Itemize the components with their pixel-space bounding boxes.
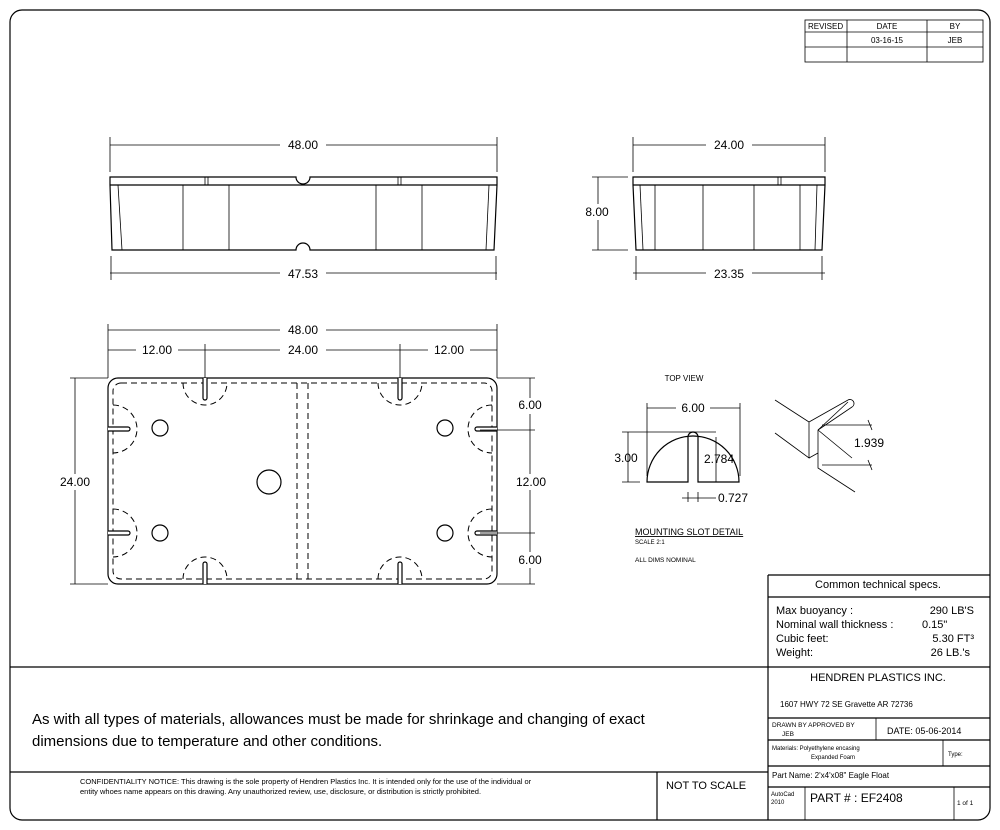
slot-depth-dim: 2.784 [704, 452, 734, 466]
side-top-width: 24.00 [714, 138, 744, 152]
slot-gap-dim: 0.727 [718, 491, 748, 505]
mounting-hole [151, 524, 169, 542]
top-segment-left: 12.00 [142, 343, 172, 357]
side-segment-bottom: 6.00 [518, 553, 542, 567]
rev-date: 03-16-15 [871, 36, 904, 45]
slot-width-dim: 6.00 [681, 401, 705, 415]
part-name: Part Name: 2'x4'x08" Eagle Float [772, 771, 890, 780]
side-height: 8.00 [585, 205, 609, 219]
center-hole [256, 469, 282, 495]
specs-table: Max buoyancy : 290 LB'S Nominal wall thi… [776, 605, 974, 659]
spec-value: 0.15" [922, 619, 947, 631]
not-to-scale: NOT TO SCALE [666, 780, 746, 792]
top-segment-middle: 24.00 [288, 343, 318, 357]
shrinkage-note-line2: dimensions due to temperature and other … [32, 733, 382, 750]
spec-value: 5.30 FT³ [932, 633, 974, 645]
drawing-date: DATE: 05-06-2014 [887, 726, 961, 736]
title-block: Common technical specs. Max buoyancy : 2… [767, 574, 990, 820]
revision-block: REVISED DATE BY 03-16-15 JEB [804, 19, 984, 63]
front-top-width: 48.00 [288, 138, 318, 152]
confidentiality-line2: entity whoes name appears on this drawin… [80, 787, 481, 796]
shrinkage-note-line1: As with all types of materials, allowanc… [32, 711, 646, 728]
top-overall-width: 24.00 [60, 475, 90, 489]
sheet-number: 1 of 1 [957, 800, 974, 807]
slot-detail-title: MOUNTING SLOT DETAIL [635, 527, 743, 537]
side-segment-middle: 12.00 [516, 475, 546, 489]
rev-header-revised: REVISED [808, 22, 843, 31]
slot-height-dim: 3.00 [614, 451, 638, 465]
rev-header-date: DATE [877, 22, 898, 31]
mounting-hole [436, 419, 454, 437]
top-view: 48.00 12.00 24.00 12.00 [55, 322, 552, 585]
side-bottom-width: 23.35 [714, 267, 744, 281]
spec-value: 26 LB.'s [931, 647, 971, 659]
side-view: 24.00 8.00 23.35 [584, 137, 826, 282]
spec-value: 290 LB'S [930, 605, 974, 617]
confidentiality-line1: CONFIDENTIALITY NOTICE: This drawing is … [80, 777, 532, 786]
side-segment-top: 6.00 [518, 398, 542, 412]
specs-title: Common technical specs. [815, 579, 941, 591]
materials-line1: Materials: Polyethylene encasing [772, 746, 860, 752]
spec-label: Max buoyancy : [776, 605, 853, 617]
drawn-by: JEB [782, 731, 794, 738]
front-view: 48.00 47.53 [109, 137, 498, 282]
mounting-hole [151, 419, 169, 437]
top-overall-length: 48.00 [288, 323, 318, 337]
top-view-label: TOP VIEW [665, 374, 704, 383]
company-name: HENDREN PLASTICS INC. [810, 672, 946, 684]
type-label: Type: [948, 752, 963, 758]
drawn-by-label: DRAWN BY APPROVED BY [772, 722, 855, 729]
slot-detail-scale: SCALE 2:1 [635, 540, 665, 546]
front-bottom-width: 47.53 [288, 267, 318, 281]
spec-label: Cubic feet: [776, 633, 829, 645]
rev-header-by: BY [950, 22, 961, 31]
software-line1: AutoCad [771, 792, 794, 798]
part-number: PART # : EF2408 [810, 791, 903, 805]
rev-by: JEB [948, 36, 963, 45]
iso-dim: 1.939 [854, 436, 884, 450]
mounting-hole [436, 524, 454, 542]
company-address: 1607 HWY 72 SE Gravette AR 72736 [780, 700, 913, 709]
slot-detail-note: ALL DIMS NOMINAL [635, 557, 696, 564]
top-segment-right: 12.00 [434, 343, 464, 357]
mounting-slot-detail: TOP VIEW 6.00 3.00 2.784 0.727 1.939 MOU… [614, 374, 884, 564]
spec-label: Weight: [776, 647, 813, 659]
sheet-border [9, 9, 991, 821]
software-line2: 2010 [771, 800, 785, 806]
spec-label: Nominal wall thickness : [776, 619, 893, 631]
materials-line2: Expanded Foam [811, 755, 855, 761]
